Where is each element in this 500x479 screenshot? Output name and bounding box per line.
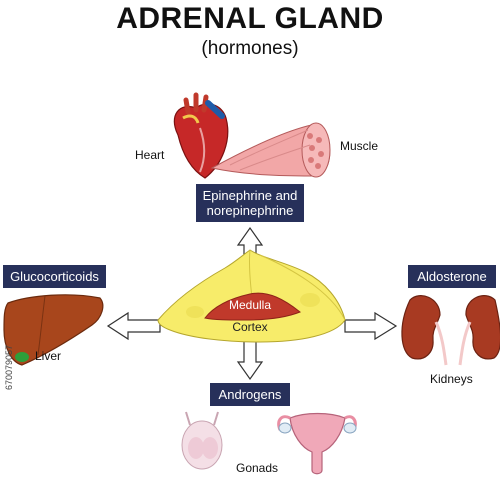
- arrow-right: [344, 311, 398, 341]
- testes-illustration: [181, 411, 223, 470]
- label-glucocorticoids: Glucocorticoids: [3, 265, 106, 288]
- label-androgens: Androgens: [210, 383, 290, 406]
- label-liver: Liver: [35, 349, 62, 363]
- arrow-down: [236, 339, 264, 381]
- label-muscle: Muscle: [340, 139, 379, 153]
- adrenal-gland: [157, 249, 346, 343]
- liver-illustration: [3, 294, 104, 366]
- heart-illustration: [173, 92, 229, 179]
- stock-id-watermark: 670079057: [4, 344, 14, 390]
- label-aldosterone: Aldosterone: [408, 265, 496, 288]
- label-medulla: Medulla: [228, 298, 272, 312]
- page-subtitle: (hormones): [201, 38, 299, 59]
- page-title: ADRENAL GLAND: [116, 2, 384, 35]
- uterus-illustration: [277, 412, 357, 475]
- label-epinephrine: Epinephrine and norepinephrine: [196, 184, 304, 222]
- adrenal-medulla-shape: [204, 292, 301, 321]
- label-kidneys: Kidneys: [430, 372, 473, 386]
- kidneys-illustration: [401, 295, 500, 366]
- muscle-illustration: [210, 122, 331, 178]
- label-heart: Heart: [135, 148, 165, 162]
- arrow-left: [106, 311, 161, 341]
- label-gonads: Gonads: [236, 461, 279, 475]
- label-cortex: Cortex: [232, 320, 268, 334]
